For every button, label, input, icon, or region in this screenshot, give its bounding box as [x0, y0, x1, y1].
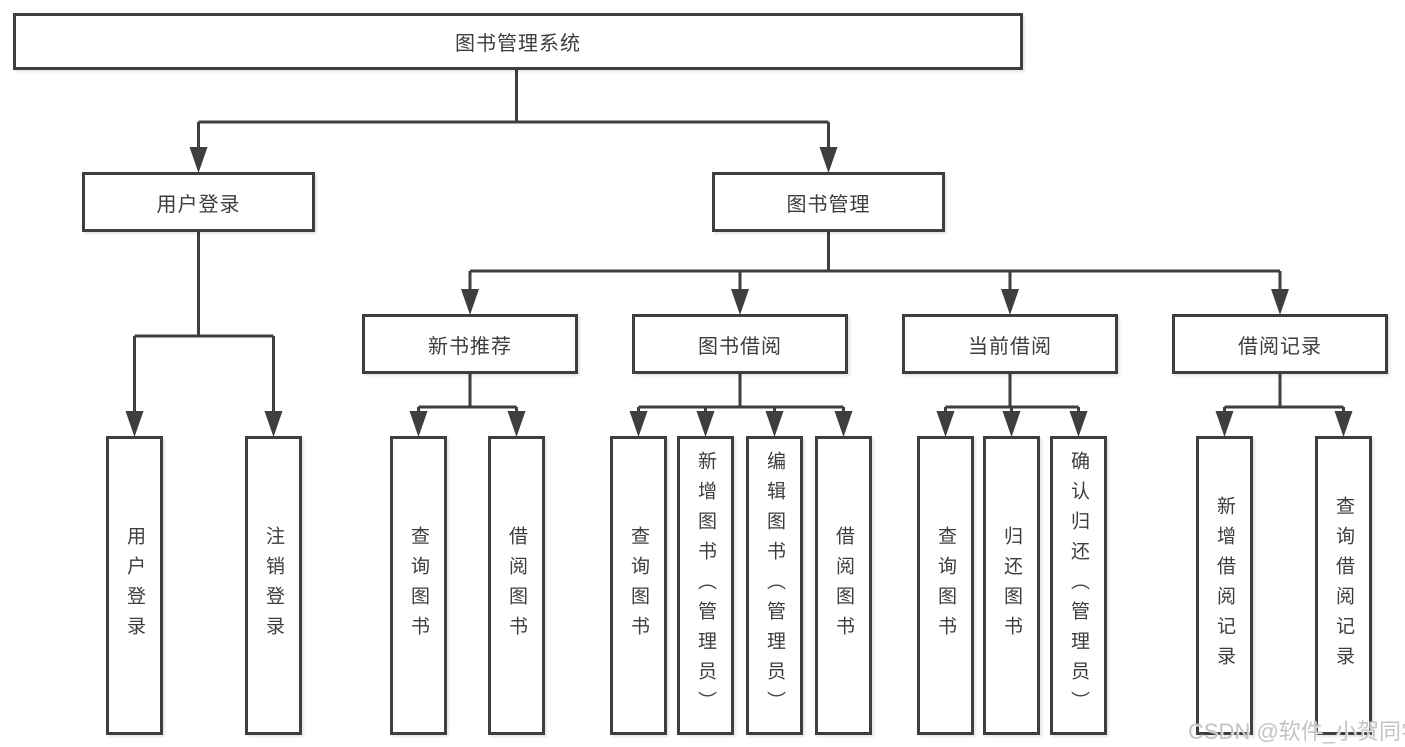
leaf-records-add: 新增借阅记录: [1196, 436, 1253, 735]
node-user-login-label: 用户登录: [156, 193, 241, 216]
node-user-login: 用户登录: [82, 172, 315, 232]
leaf-user-login: 用户登录: [106, 436, 163, 735]
leaf-current-confirm-admin-label: 确认归还（管理员）: [1068, 450, 1089, 721]
leaf-current-return-label: 归还图书: [1001, 525, 1022, 646]
node-book-borrow-label: 图书借阅: [698, 335, 782, 358]
leaf-borrow-book: 借阅图书: [815, 436, 872, 735]
leaf-borrow-query-label: 查询图书: [628, 525, 649, 646]
leaf-borrow-add-admin: 新增图书（管理员）: [677, 436, 734, 735]
leaf-newbook-borrow: 借阅图书: [488, 436, 545, 735]
leaf-user-login-label: 用户登录: [124, 525, 145, 646]
leaf-borrow-query: 查询图书: [610, 436, 667, 735]
node-book-borrow: 图书借阅: [632, 314, 848, 374]
leaf-logout-label: 注销登录: [263, 525, 284, 646]
leaf-borrow-book-label: 借阅图书: [833, 525, 854, 646]
node-current-borrow-label: 当前借阅: [968, 335, 1052, 358]
leaf-borrow-edit-admin-label: 编辑图书（管理员）: [764, 450, 785, 721]
node-new-book-recommend: 新书推荐: [362, 314, 578, 374]
watermark-text: CSDN @软件_小贺同学: [1188, 719, 1405, 744]
leaf-current-confirm-admin: 确认归还（管理员）: [1050, 436, 1107, 735]
node-current-borrow: 当前借阅: [902, 314, 1118, 374]
node-new-book-recommend-label: 新书推荐: [428, 335, 512, 358]
leaf-records-add-label: 新增借阅记录: [1214, 495, 1235, 676]
leaf-current-return: 归还图书: [983, 436, 1040, 735]
arrowhead-icons: [125, 147, 1353, 437]
leaf-borrow-edit-admin: 编辑图书（管理员）: [746, 436, 803, 735]
leaf-current-query-label: 查询图书: [935, 525, 956, 646]
leaf-newbook-query: 查询图书: [390, 436, 447, 735]
node-book-management-label: 图书管理: [786, 193, 871, 216]
leaf-logout: 注销登录: [245, 436, 302, 735]
leaf-current-query: 查询图书: [917, 436, 974, 735]
leaf-records-query: 查询借阅记录: [1315, 436, 1372, 735]
node-book-management: 图书管理: [712, 172, 945, 232]
node-borrow-records-label: 借阅记录: [1238, 335, 1322, 358]
node-root-label: 图书管理系统: [455, 33, 581, 55]
leaf-borrow-add-admin-label: 新增图书（管理员）: [695, 450, 716, 721]
leaf-newbook-query-label: 查询图书: [408, 525, 429, 646]
node-root: 图书管理系统: [13, 13, 1023, 70]
leaf-records-query-label: 查询借阅记录: [1333, 495, 1354, 676]
node-borrow-records: 借阅记录: [1172, 314, 1388, 374]
leaf-newbook-borrow-label: 借阅图书: [506, 525, 527, 646]
